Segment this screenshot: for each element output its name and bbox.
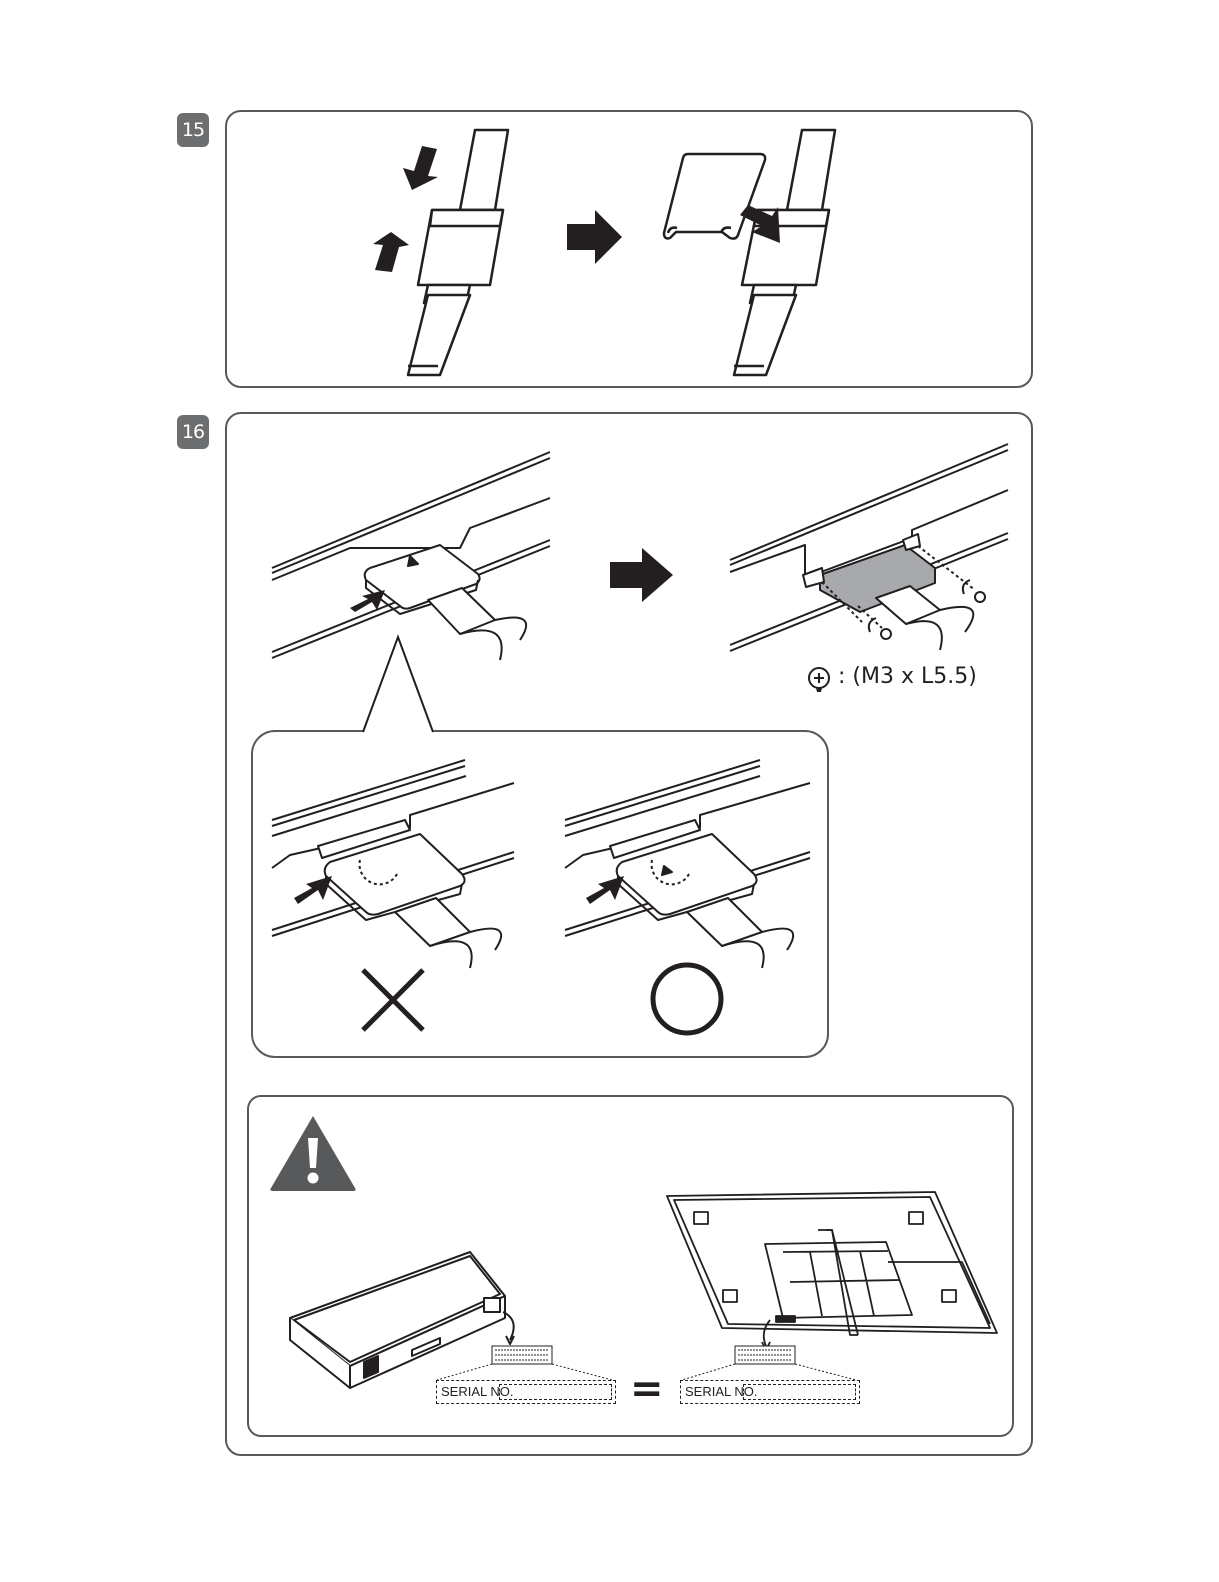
serial-number-field-left [499,1384,612,1400]
equals-sign: = [630,1366,664,1412]
serial-label-tv: SERIAL NO. [680,1380,860,1404]
serial-label-media-box: SERIAL NO. [436,1380,616,1404]
serial-number-field-right [743,1384,856,1400]
tv-back-illustration [0,0,1219,1420]
